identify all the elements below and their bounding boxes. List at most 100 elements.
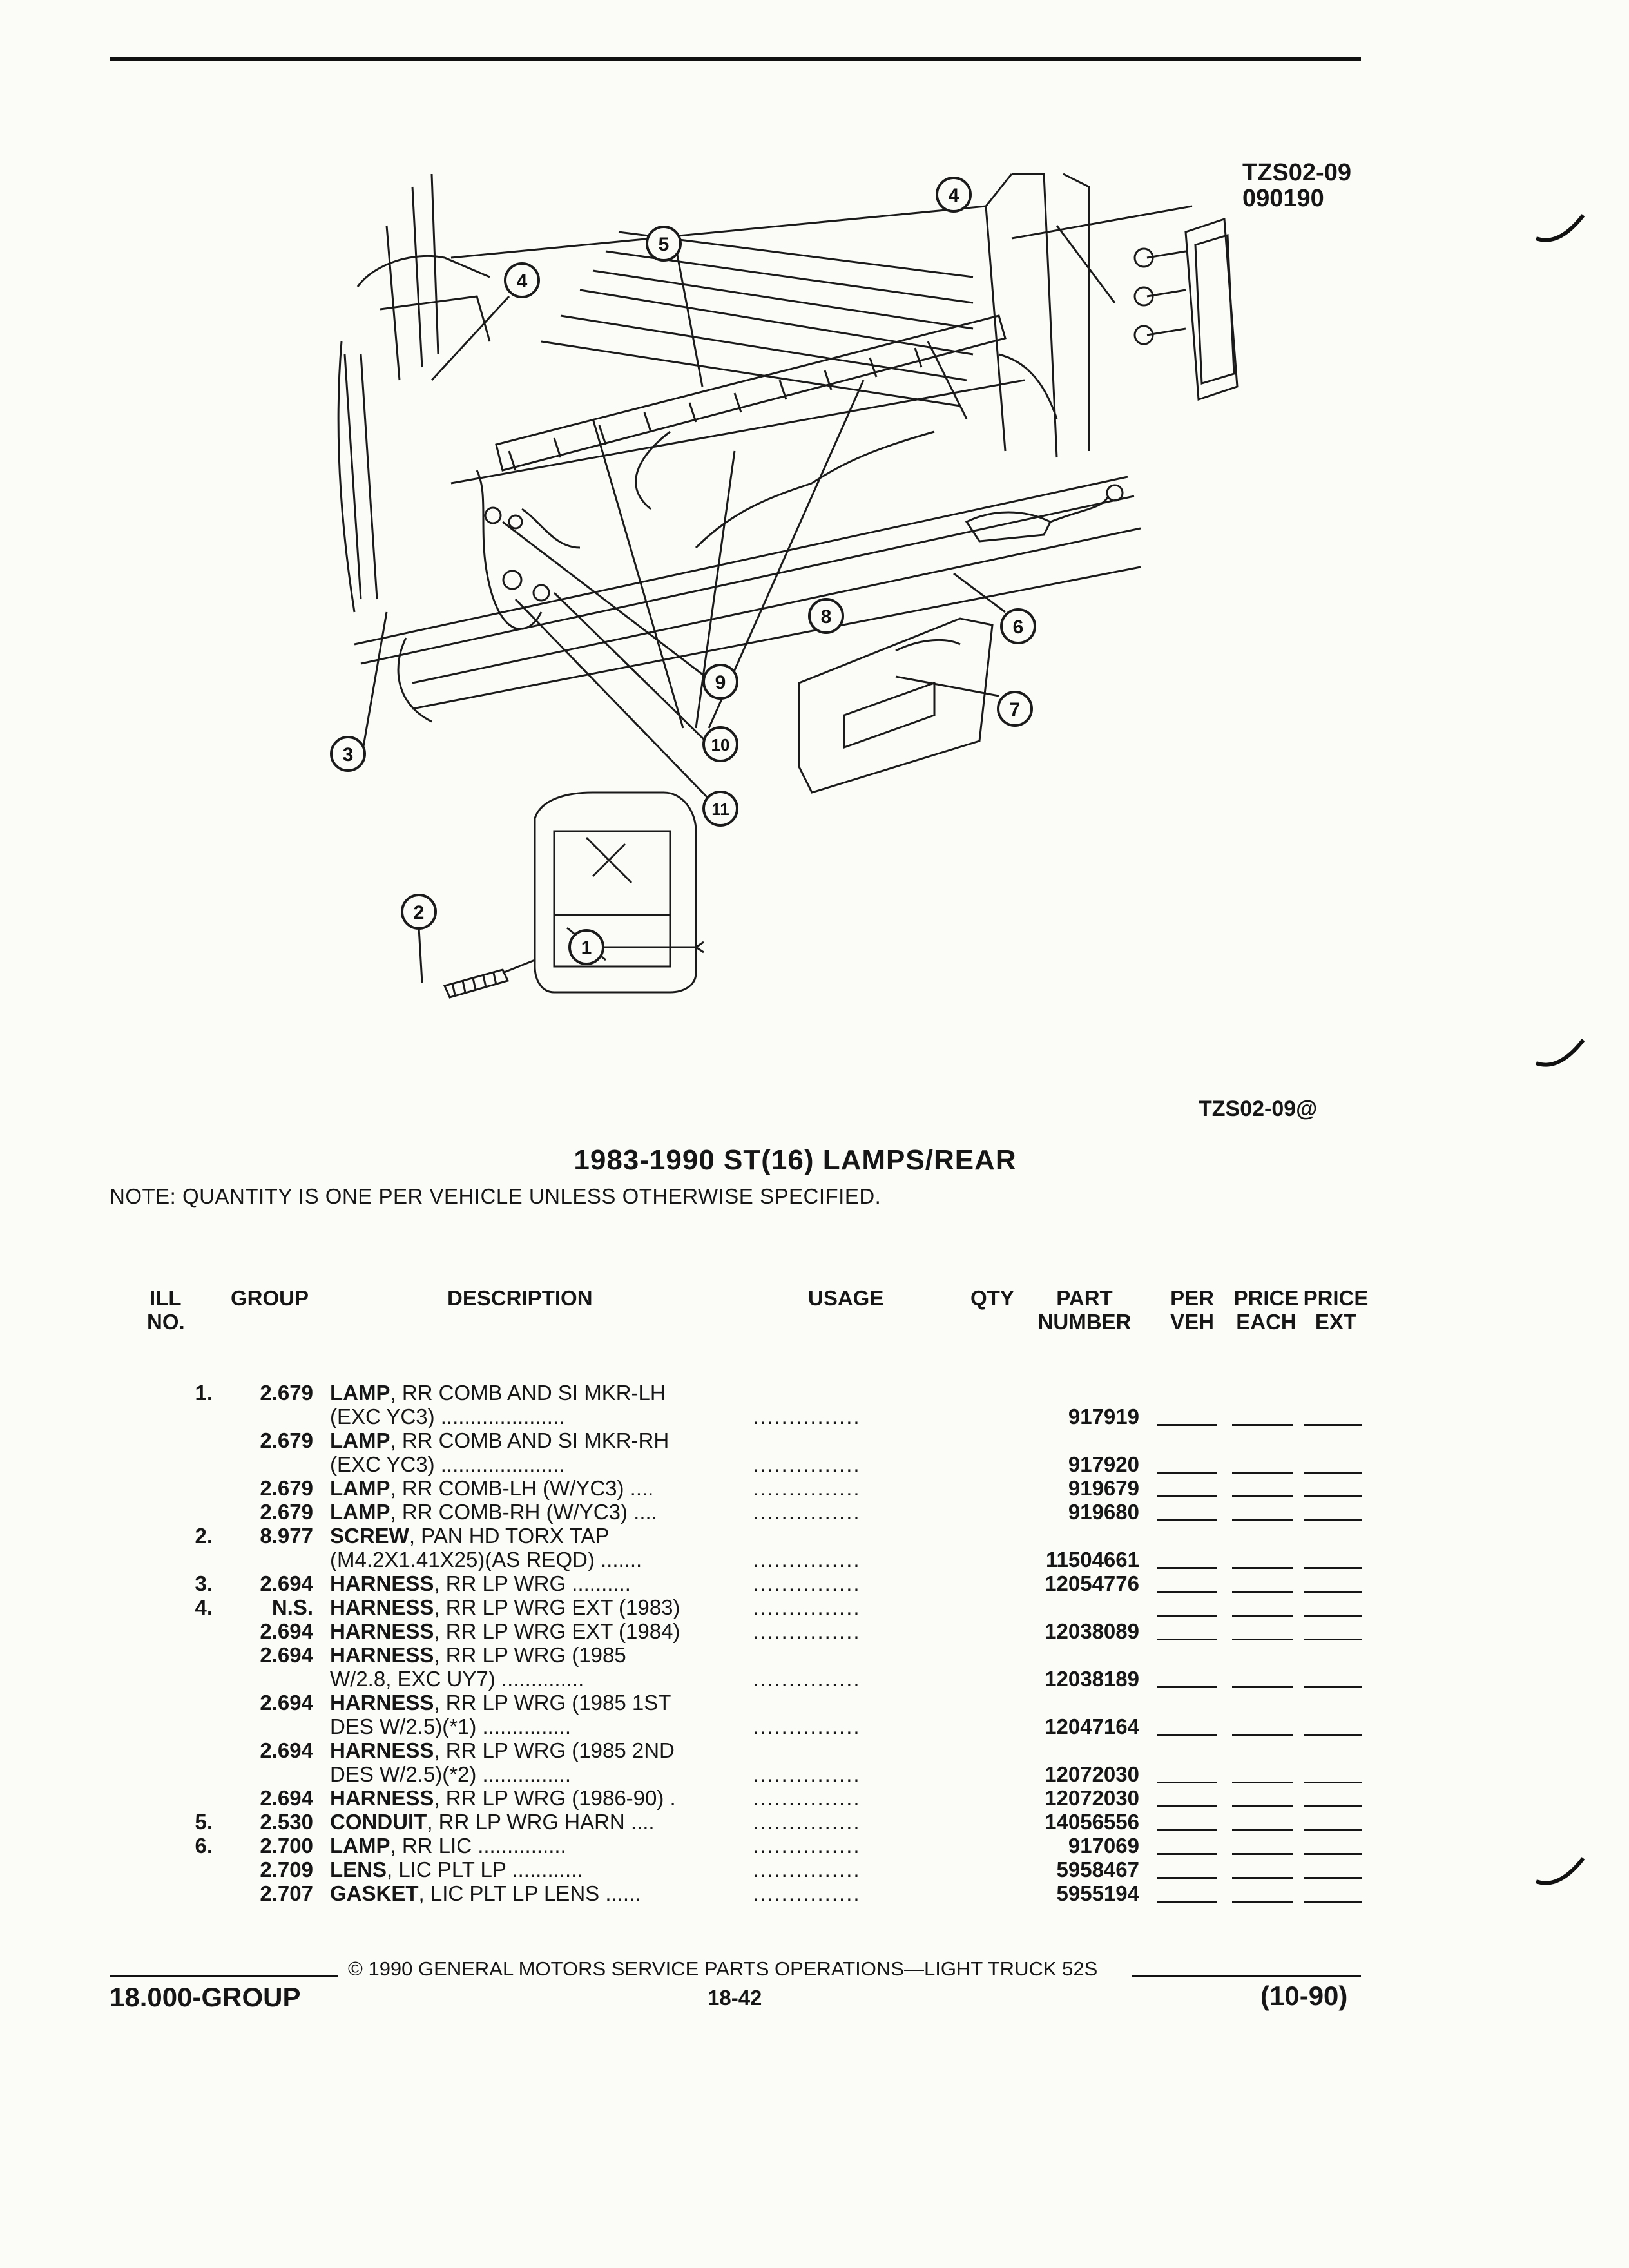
usage: ...............: [753, 1715, 861, 1738]
ill-number: 6.: [195, 1834, 213, 1858]
part-number: 12072030: [1045, 1786, 1139, 1810]
per-veh-blank: [1157, 1853, 1217, 1855]
group-number: 2.694: [260, 1619, 313, 1643]
part-number: 12047164: [1045, 1715, 1139, 1738]
price-ext-blank: [1304, 1519, 1362, 1521]
part-number: 917919: [1068, 1405, 1139, 1428]
col-per-line1: PER: [1170, 1286, 1214, 1310]
callout-2: 2: [414, 902, 425, 923]
callout-5: 5: [659, 234, 670, 255]
description: LAMP, RR COMB AND SI MKR-RH: [330, 1428, 669, 1452]
binding-mark-middle: [1535, 1039, 1585, 1067]
price-each-blank: [1232, 1519, 1293, 1521]
figure-id: TZS02-09 090190: [1242, 160, 1351, 211]
col-price-ext: PRICE EXT: [1300, 1286, 1371, 1334]
col-description: DESCRIPTION: [447, 1286, 593, 1310]
col-group: GROUP: [231, 1286, 309, 1310]
part-number: 12038089: [1045, 1619, 1139, 1643]
per-veh-blank: [1157, 1424, 1217, 1426]
part-description: , RR LP WRG (1986-90) .: [434, 1786, 676, 1810]
ill-number: 2.: [195, 1524, 213, 1548]
description: LAMP, RR COMB AND SI MKR-LH: [330, 1381, 666, 1405]
part-name: LAMP: [330, 1381, 390, 1405]
price-ext-blank: [1304, 1782, 1362, 1783]
description-continuation: DES W/2.5)(*1) ...............: [330, 1715, 572, 1738]
description-continuation: (EXC YC3) .....................: [330, 1452, 565, 1476]
ill-number: 1.: [195, 1381, 213, 1405]
part-description: , RR LP WRG (1985: [434, 1643, 626, 1667]
price-each-blank: [1232, 1472, 1293, 1474]
usage: ...............: [753, 1881, 861, 1905]
per-veh-blank: [1157, 1877, 1217, 1879]
part-name: LAMP: [330, 1476, 390, 1500]
price-each-blank: [1232, 1805, 1293, 1807]
part-description: , RR LP WRG ..........: [434, 1571, 631, 1595]
price-each-blank: [1232, 1615, 1293, 1617]
part-description: , RR COMB AND SI MKR-LH: [390, 1381, 666, 1405]
per-veh-blank: [1157, 1591, 1217, 1593]
part-number: 14056556: [1045, 1810, 1139, 1834]
part-number: 11504661: [1045, 1548, 1139, 1571]
group-number: N.S.: [271, 1595, 313, 1619]
price-each-blank: [1232, 1686, 1293, 1688]
usage: ...............: [753, 1476, 861, 1500]
col-part-line1: PART: [1056, 1286, 1113, 1310]
col-price-each-line1: PRICE: [1233, 1286, 1299, 1310]
col-part-line2: NUMBER: [1037, 1310, 1132, 1334]
col-per-line2: VEH: [1170, 1310, 1214, 1334]
part-number: 919679: [1068, 1476, 1139, 1500]
price-ext-blank: [1304, 1567, 1362, 1569]
per-veh-blank: [1157, 1686, 1217, 1688]
group-number: 2.707: [260, 1881, 313, 1905]
group-number: 2.700: [260, 1834, 313, 1858]
binding-mark-bottom: [1535, 1857, 1585, 1885]
part-name: HARNESS: [330, 1691, 434, 1715]
usage: ...............: [753, 1786, 861, 1810]
part-number: 5958467: [1056, 1858, 1139, 1881]
table-row-continuation: DES W/2.5)(*2) .........................…: [0, 1762, 1629, 1786]
price-each-blank: [1232, 1495, 1293, 1497]
part-number: 12072030: [1045, 1762, 1139, 1786]
col-usage: USAGE: [808, 1286, 884, 1310]
description: HARNESS, RR LP WRG (1986-90) .: [330, 1786, 676, 1810]
callout-9: 9: [715, 672, 726, 693]
description-continuation: W/2.8, EXC UY7) ..............: [330, 1667, 584, 1691]
description: LAMP, RR COMB-LH (W/YC3) ....: [330, 1476, 653, 1500]
ill-number: 4.: [195, 1595, 213, 1619]
per-veh-blank: [1157, 1805, 1217, 1807]
callout-4-right: 4: [949, 185, 959, 206]
part-name: SCREW: [330, 1524, 409, 1548]
description: HARNESS, RR LP WRG EXT (1984): [330, 1619, 680, 1643]
price-each-blank: [1232, 1877, 1293, 1879]
description: LENS, LIC PLT LP ............: [330, 1858, 583, 1881]
price-each-blank: [1232, 1567, 1293, 1569]
part-description: , RR LP WRG (1985 2ND: [434, 1738, 675, 1762]
group-number: 2.694: [260, 1571, 313, 1595]
part-description: , RR COMB-RH (W/YC3) ....: [390, 1500, 657, 1524]
table-row-continuation: W/2.8, EXC UY7) ........................…: [0, 1667, 1629, 1691]
part-description: , RR COMB AND SI MKR-RH: [390, 1428, 670, 1452]
per-veh-blank: [1157, 1495, 1217, 1497]
table-row-continuation: DES W/2.5)(*1) .........................…: [0, 1715, 1629, 1738]
figure-reference: TZS02-09@: [1199, 1097, 1318, 1121]
vehicle-outline: [337, 173, 1239, 999]
figure-date-code: 090190: [1242, 185, 1324, 212]
callout-6: 6: [1013, 617, 1024, 638]
group-number: 2.694: [260, 1691, 313, 1715]
callout-7: 7: [1010, 699, 1021, 720]
per-veh-blank: [1157, 1472, 1217, 1474]
usage: ...............: [753, 1595, 861, 1619]
part-description: , PAN HD TORX TAP: [409, 1524, 610, 1548]
description: HARNESS, RR LP WRG (1985 2ND: [330, 1738, 675, 1762]
usage: ...............: [753, 1571, 861, 1595]
table-row-continuation: (M4.2X1.41X25)(AS REQD) ................…: [0, 1548, 1629, 1571]
col-price-ext-line2: EXT: [1315, 1310, 1357, 1334]
price-ext-blank: [1304, 1734, 1362, 1736]
callout-11: 11: [711, 800, 729, 819]
